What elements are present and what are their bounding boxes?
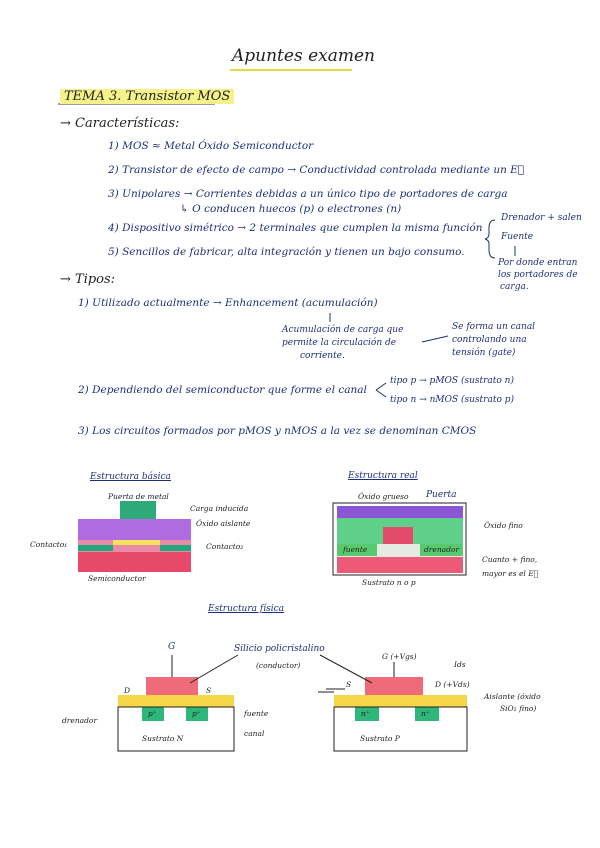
poly-gate-right — [365, 677, 423, 695]
side-drenador: Drenador + salen — [501, 213, 582, 223]
poly-gate-left — [146, 677, 198, 695]
char-item-4: 4) Dispositivo simétrico → 2 terminales … — [108, 222, 483, 234]
side-note-2: los portadores de — [498, 270, 578, 280]
tipos-2a: tipo p → pMOS (sustrato n) — [390, 376, 514, 386]
char-item-2: 2) Transistor de efecto de campo → Condu… — [108, 164, 525, 176]
fisica-canal: canal — [244, 729, 265, 738]
p2-region — [186, 707, 208, 721]
p1-region — [142, 707, 164, 721]
basic-contacto2-label: Contacto₂ — [206, 542, 244, 551]
tipos-1e: controlando una — [452, 335, 527, 345]
fisica-s1: S — [206, 686, 212, 695]
oxide-left — [118, 695, 234, 707]
silicio-label: Silicio policristalino — [234, 644, 325, 654]
fisica-left — [117, 655, 235, 752]
real-note-2: mayor es el E⃗ — [482, 569, 539, 578]
real-fino-label: Óxido fino — [484, 521, 523, 530]
silicio-pointer-left — [189, 654, 239, 684]
n1-region — [355, 707, 379, 721]
fisica-drenador: drenador — [62, 716, 98, 725]
fisica-n1: n⁺ — [361, 709, 370, 718]
substrate-left — [117, 706, 235, 752]
char-item-5: 5) Sencillos de fabricar, alta integraci… — [108, 246, 465, 258]
side-note-1: Por donde entran — [498, 258, 578, 268]
tipos-1d: Se forma un canal — [452, 322, 536, 332]
oxide-right — [334, 695, 467, 707]
real-fuente — [337, 544, 377, 556]
real-channel — [383, 527, 413, 544]
fisica-aislante: Aislante (óxido — [484, 692, 541, 701]
fisica-d1: D — [124, 686, 131, 695]
basic-gate-metal — [120, 501, 156, 519]
real-title: Estructura real — [348, 471, 418, 481]
char-item-1: 1) MOS ≈ Metal Óxido Semiconductor — [108, 140, 314, 152]
page-title: Apuntes examen — [232, 46, 375, 66]
topic-highlight: TEMA 3. Transistor MOS — [60, 89, 235, 104]
real-gate — [337, 506, 463, 518]
fisica-d2: D (+Vds) — [435, 680, 470, 689]
basic-carga-label: Carga inducida — [190, 504, 249, 513]
fisica-n2: n⁺ — [421, 709, 430, 718]
tipos-1b: permite la circulación de — [282, 338, 397, 348]
char-heading-label: Características: — [75, 116, 180, 131]
real-note-1: Cuanto + fino, — [482, 555, 538, 564]
tipos-2: 2) Dependiendo del semiconductor que for… — [78, 384, 367, 396]
fisica-p2: p⁺ — [192, 709, 201, 718]
char-item-3: 3) Unipolares → Corrientes debidas a un … — [108, 188, 508, 200]
tipos-1: 1) Utilizado actualmente → Enhancement (… — [78, 297, 378, 309]
real-diagram — [332, 502, 467, 576]
real-sustrato-label: Sustrato n o p — [362, 578, 416, 587]
basic-diagram — [78, 501, 191, 572]
topic-heading: TEMA 3. Transistor MOS — [60, 89, 235, 104]
basic-puerta-label: Puerta de metal — [108, 492, 169, 501]
fisica-sio2: SiO₂ fino) — [500, 704, 537, 713]
tipos-1f: tensión (gate) — [452, 348, 516, 358]
basic-contacto1-label: Contacto₁ — [30, 540, 68, 549]
basic-induced-charge — [113, 540, 160, 545]
side-fuente: Fuente — [501, 232, 534, 242]
tipos-arrow-right — [421, 335, 449, 343]
real-puerta-label: Puerta — [426, 490, 457, 500]
basic-contact1 — [78, 545, 113, 551]
fisica-ids: Ids — [454, 660, 466, 669]
char-heading: → Características: — [60, 116, 180, 131]
n2-region — [415, 707, 439, 721]
basic-oxido-label: Óxido aislante — [196, 519, 251, 528]
fisica-g2: G (+Vgs) — [382, 652, 417, 661]
fisica-title: Estructura física — [208, 604, 284, 614]
basic-title: Estructura básica — [90, 472, 171, 482]
basic-semiconductor — [78, 552, 191, 572]
fisica-sub1: Sustrato N — [142, 734, 184, 743]
real-drenador-label: drenador — [424, 545, 460, 554]
tipos-2b: tipo n → nMOS (sustrato p) — [390, 395, 515, 405]
brace — [484, 219, 496, 259]
real-fuente-label: fuente — [343, 545, 368, 554]
real-substrate — [337, 557, 463, 573]
tipos-heading: → Tipos: — [60, 272, 116, 287]
fisica-sub2: Sustrato P — [360, 734, 400, 743]
char-item-3b: ↳ O conducen huecos (p) o electrones (n) — [180, 203, 402, 215]
silicio-pointer-right — [319, 654, 373, 684]
basic-contact2 — [160, 545, 191, 551]
real-frame — [332, 502, 467, 576]
real-grueso-label: Óxido grueso — [358, 492, 409, 501]
tipos-1c: corriente. — [300, 351, 345, 361]
fisica-fuente: fuente — [244, 709, 269, 718]
fisica-p1: p⁺ — [148, 709, 157, 718]
tipos-1a: Acumulación de carga que — [282, 325, 404, 335]
real-drenador — [420, 544, 463, 556]
fisica-s2: S — [346, 680, 352, 689]
fisica-right — [318, 662, 468, 752]
substrate-right — [333, 706, 468, 752]
tipos-3: 3) Los circuitos formados por pMOS y nMO… — [78, 425, 477, 437]
basic-oxide — [78, 519, 191, 540]
tipos-fork — [375, 382, 387, 398]
basic-semi-label: Semiconductor — [88, 574, 146, 583]
conductor-label: (conductor) — [256, 661, 301, 670]
fisica-g1: G — [168, 642, 176, 652]
side-note-3: carga. — [500, 282, 529, 292]
tipos-heading-label: Tipos: — [75, 272, 116, 287]
